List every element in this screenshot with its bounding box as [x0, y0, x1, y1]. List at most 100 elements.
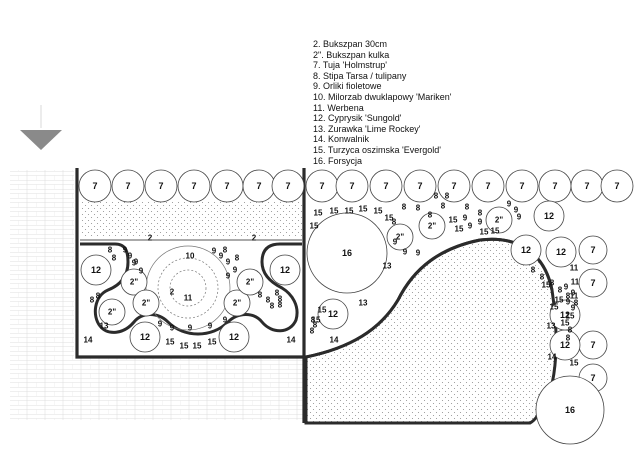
box-ball: 2" — [120, 268, 148, 296]
carex-label: 15 — [345, 207, 354, 216]
stipa-label: 8 — [568, 326, 573, 335]
legend-item: 9. Orliki fioletowe — [313, 81, 382, 92]
box-ball: 2" — [98, 298, 126, 326]
box-ball-label: 2" — [246, 278, 254, 287]
columbine-label: 9 — [403, 248, 408, 257]
stipa-label: 8 — [540, 273, 545, 282]
stipa-label: 8 — [235, 254, 240, 263]
convallaria-label: 14 — [330, 336, 339, 345]
thuja-plant: 7 — [578, 330, 608, 360]
thuja-plant-circle — [111, 169, 145, 203]
stipa-label: 8 — [313, 321, 318, 330]
thuja-plant-label: 7 — [584, 181, 589, 191]
columbine-label: 9 — [132, 259, 137, 268]
carex-label: 15 — [555, 296, 564, 305]
stipa-label: 8 — [566, 334, 571, 343]
columbine-label: 9 — [233, 266, 238, 275]
legend-item: 15. Turzyca oszimska 'Evergold' — [313, 144, 441, 155]
box-ball-circle — [236, 268, 264, 296]
thuja-plant: 7 — [242, 169, 276, 203]
carex-label: 15 — [480, 228, 489, 237]
box-ball: 2" — [485, 206, 513, 234]
box-ball-label: 2" — [428, 222, 436, 231]
thuja-plant-label: 7 — [349, 181, 354, 191]
stipa-label: 8 — [531, 266, 536, 275]
cypress-plant-label: 12 — [229, 332, 239, 342]
thuja-plant-circle — [335, 169, 369, 203]
thuja-plant: 7 — [403, 169, 437, 203]
columbine-label: 9 — [223, 316, 228, 325]
verbena-label: 11 — [571, 278, 580, 287]
carex-label: 15 — [566, 312, 575, 321]
cypress-plant-circle — [129, 321, 161, 353]
thuja-plant-label: 7 — [256, 181, 261, 191]
stipa-label: 8 — [311, 316, 316, 325]
thuja-plant: 7 — [505, 169, 539, 203]
cypress-plant-label: 12 — [560, 340, 570, 350]
stipa-label: 8 — [278, 301, 283, 310]
carex-label: 15 — [542, 281, 551, 290]
stipa-label: 8 — [566, 292, 571, 301]
columbine-label: 9 — [566, 298, 571, 307]
columbine-label: 9 — [514, 206, 519, 215]
forsythia-plant-label: 16 — [565, 405, 575, 415]
forsythia-plant-label: 16 — [342, 248, 352, 258]
thuja-plant-label: 7 — [158, 181, 163, 191]
thuja-plant: 7 — [111, 169, 145, 203]
thuja-plant: 7 — [437, 169, 471, 203]
cypress-plant: 12 — [549, 299, 581, 331]
lawn-top-left — [80, 200, 302, 236]
legend-item: 10. Milorzab dwuklapowy 'Mariken' — [313, 91, 452, 102]
legend-item: 7. Tuja 'Holmstrup' — [313, 60, 387, 71]
stipa-label: 8 — [112, 254, 117, 263]
box-ball: 2" — [236, 268, 264, 296]
thuja-plant-circle — [369, 169, 403, 203]
columbine-label: 9 — [564, 283, 569, 292]
legend-item: 11. Werbena — [313, 102, 364, 113]
thuja-plant: 7 — [538, 169, 572, 203]
heuchera-label: 13 — [359, 299, 368, 308]
carex-label: 15 — [166, 338, 175, 347]
columbine-label: 9 — [158, 320, 163, 329]
thuja-plant-label: 7 — [125, 181, 130, 191]
box-ball-circle — [120, 268, 148, 296]
cypress-plant-circle — [218, 321, 250, 353]
legend-item: 2". Bukszpan kulka — [313, 49, 390, 60]
box-ball: 2" — [418, 212, 446, 240]
carex-label: 15 — [570, 359, 579, 368]
carex-label: 15 — [359, 205, 368, 214]
columbine-label: 9 — [571, 304, 576, 313]
columbine-label: 9 — [134, 258, 139, 267]
stipa-label: 8 — [416, 204, 421, 213]
thuja-plant-circle — [437, 169, 471, 203]
thuja-plant: 7 — [471, 169, 505, 203]
box-ball-label: 2" — [130, 278, 138, 287]
carex-label: 15 — [310, 222, 319, 231]
parterre-border — [80, 242, 302, 336]
columbine-label: 9 — [507, 200, 512, 209]
box-ball: 2" — [223, 289, 251, 317]
columbine-label: 9 — [170, 324, 175, 333]
forsythia-plant-circle — [306, 212, 388, 294]
thuja-plant-label: 7 — [92, 181, 97, 191]
thuja-plant-circle — [177, 169, 211, 203]
verbena-label: 11 — [570, 292, 579, 301]
heuchera-label: 13 — [547, 322, 556, 331]
thuja-plant-label: 7 — [224, 181, 229, 191]
thuja-plant-label: 7 — [319, 181, 324, 191]
cypress-plant: 12 — [269, 254, 301, 286]
cypress-plant-circle — [545, 236, 577, 268]
box-ball-circle — [132, 289, 160, 317]
verbena-label: 11 — [570, 264, 579, 273]
cypress-plant: 12 — [510, 234, 542, 266]
carex-label: 15 — [374, 207, 383, 216]
cypress-plant-circle — [549, 299, 581, 331]
stipa-label: 8 — [266, 296, 271, 305]
legend-item: 12. Cyprysik 'Sungold' — [313, 113, 402, 124]
box-ball: 2" — [132, 289, 160, 317]
hedge-label: 2 — [148, 234, 153, 243]
thuja-plant: 7 — [578, 268, 608, 298]
columbine-label: 9 — [123, 246, 128, 255]
heuchera-label: 13 — [383, 262, 392, 271]
